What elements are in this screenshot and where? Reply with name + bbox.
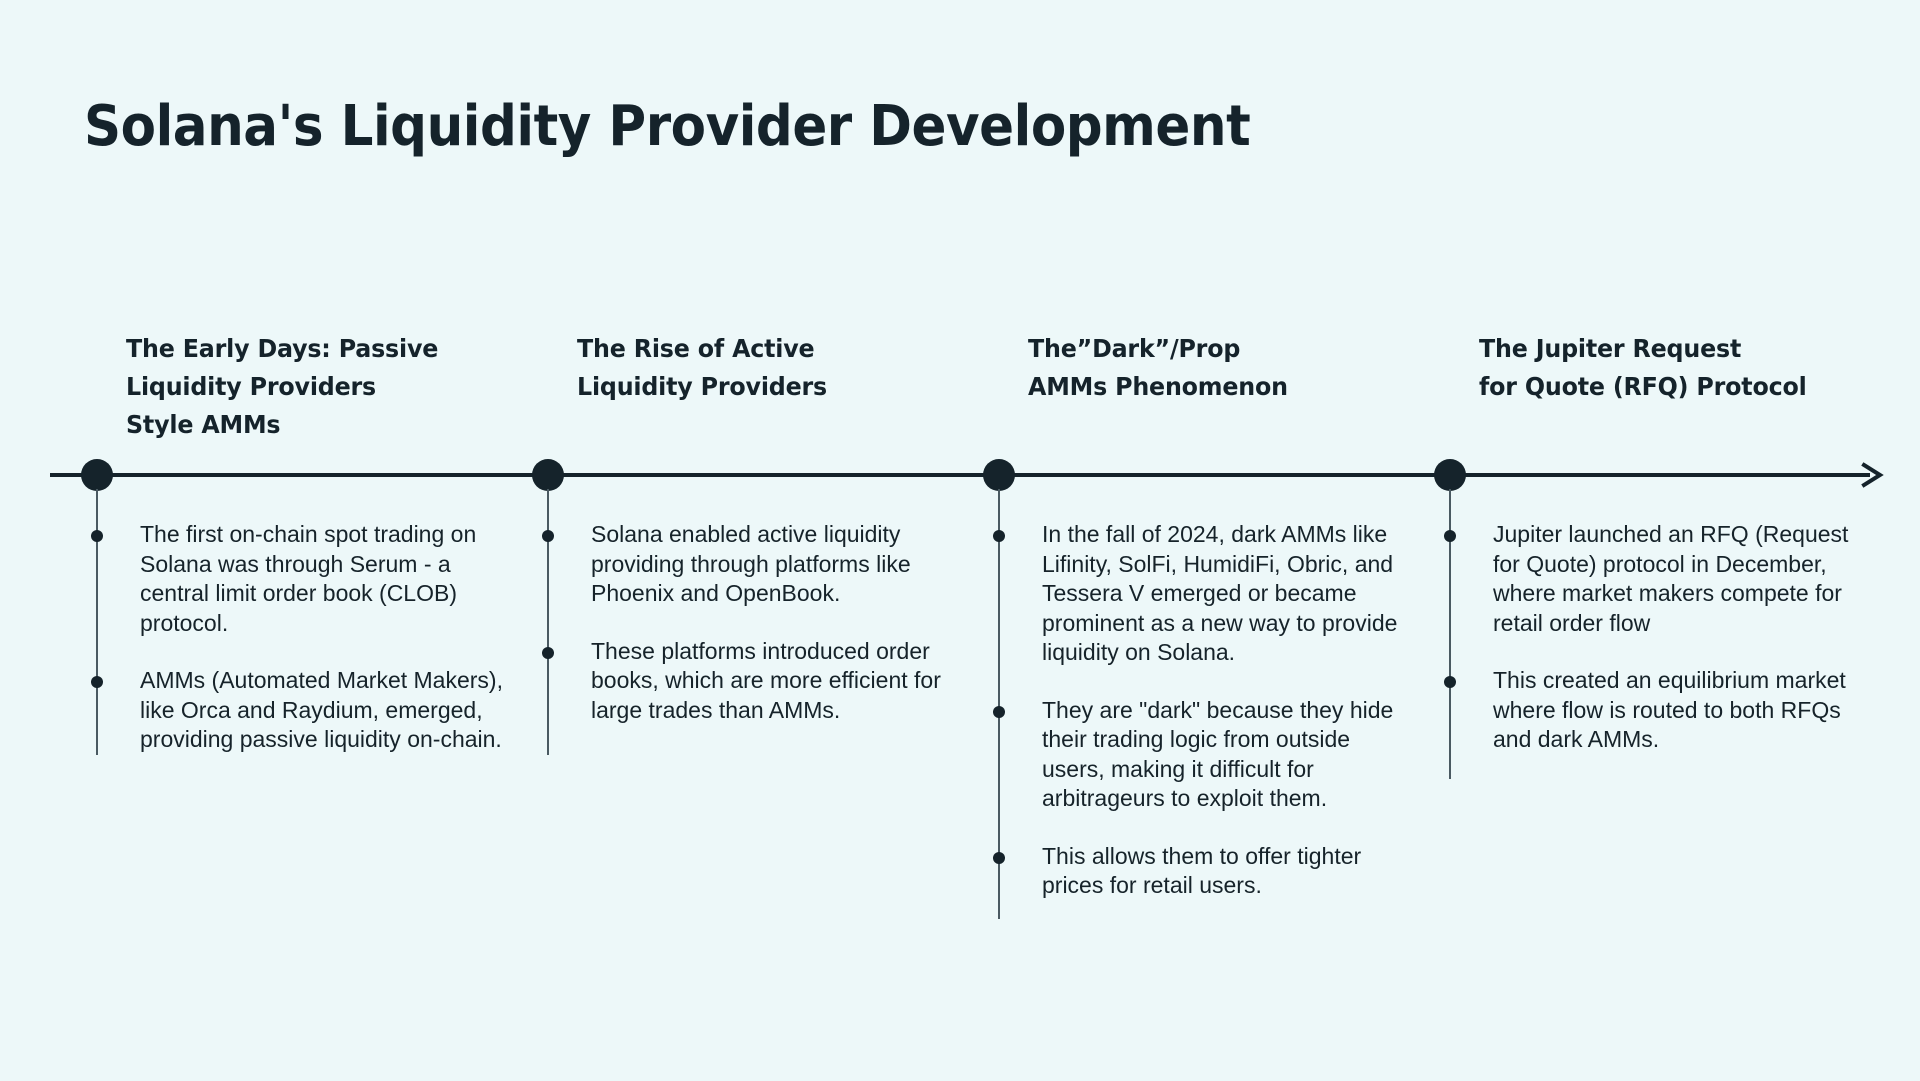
bullet-dot-icon xyxy=(993,851,1005,864)
timeline-node-2[interactable] xyxy=(532,459,564,491)
timeline-stem-4 xyxy=(1449,489,1451,779)
page-title: Solana's Liquidity Provider Development xyxy=(84,94,1251,159)
list-item: This allows them to offer tighter prices… xyxy=(992,842,1412,901)
bullet-dot-icon xyxy=(542,646,554,659)
bullet-dot-icon xyxy=(1444,676,1456,688)
list-item-text: Jupiter launched an RFQ (Request for Quo… xyxy=(1493,521,1849,636)
list-item-text: This allows them to offer tighter prices… xyxy=(1042,842,1362,899)
timeline-column-2: The Rise of Active Liquidity Providers xyxy=(577,330,1007,406)
bullet-dot-icon xyxy=(91,676,103,688)
timeline-stem-1 xyxy=(96,489,98,755)
column-heading: The Jupiter Request for Quote (RFQ) Prot… xyxy=(1479,334,1807,401)
column-heading: The”Dark”/Prop AMMs Phenomenon xyxy=(1028,334,1288,401)
bullet-dot-icon xyxy=(542,530,554,542)
timeline-axis xyxy=(50,473,1870,477)
list-item-text: AMMs (Automated Market Makers), like Orc… xyxy=(140,667,503,752)
timeline-column-1: The Early Days: Passive Liquidity Provid… xyxy=(126,330,556,444)
timeline-stem-3 xyxy=(998,489,1000,919)
list-item-text: In the fall of 2024, dark AMMs like Lifi… xyxy=(1042,521,1398,665)
timeline-node-1[interactable] xyxy=(81,459,113,491)
list-item: Solana enabled active liquidity providin… xyxy=(541,520,961,609)
bullet-list-1: The first on-chain spot trading on Solan… xyxy=(90,520,510,755)
column-heading: The Early Days: Passive Liquidity Provid… xyxy=(126,334,439,439)
timeline-node-4[interactable] xyxy=(1434,459,1466,491)
list-item-text: These platforms introduced order books, … xyxy=(591,637,941,723)
bullet-list-3: In the fall of 2024, dark AMMs like Lifi… xyxy=(992,520,1412,901)
list-item: The first on-chain spot trading on Solan… xyxy=(90,520,510,638)
bullet-list-4: Jupiter launched an RFQ (Request for Quo… xyxy=(1443,520,1863,755)
timeline-node-3[interactable] xyxy=(983,459,1015,491)
list-item-text: The first on-chain spot trading on Solan… xyxy=(140,521,477,636)
bullet-dot-icon xyxy=(993,530,1005,542)
list-item: Jupiter launched an RFQ (Request for Quo… xyxy=(1443,520,1863,638)
list-item: AMMs (Automated Market Makers), like Orc… xyxy=(90,666,510,755)
list-item-text: This created an equilibrium market where… xyxy=(1493,667,1846,752)
bullet-dot-icon xyxy=(91,530,103,542)
timeline-stem-2 xyxy=(547,489,549,755)
list-item: This created an equilibrium market where… xyxy=(1443,666,1863,755)
column-heading: The Rise of Active Liquidity Providers xyxy=(577,334,827,401)
list-item-text: They are "dark" because they hide their … xyxy=(1042,696,1394,812)
bullet-dot-icon xyxy=(993,705,1005,718)
list-item: They are "dark" because they hide their … xyxy=(992,696,1412,814)
bullet-list-2: Solana enabled active liquidity providin… xyxy=(541,520,961,725)
bullet-dot-icon xyxy=(1444,530,1456,542)
timeline-column-3: The”Dark”/Prop AMMs Phenomenon xyxy=(1028,330,1458,406)
timeline-column-4: The Jupiter Request for Quote (RFQ) Prot… xyxy=(1479,330,1909,406)
list-item: In the fall of 2024, dark AMMs like Lifi… xyxy=(992,520,1412,668)
list-item: These platforms introduced order books, … xyxy=(541,637,961,726)
list-item-text: Solana enabled active liquidity providin… xyxy=(591,521,911,606)
